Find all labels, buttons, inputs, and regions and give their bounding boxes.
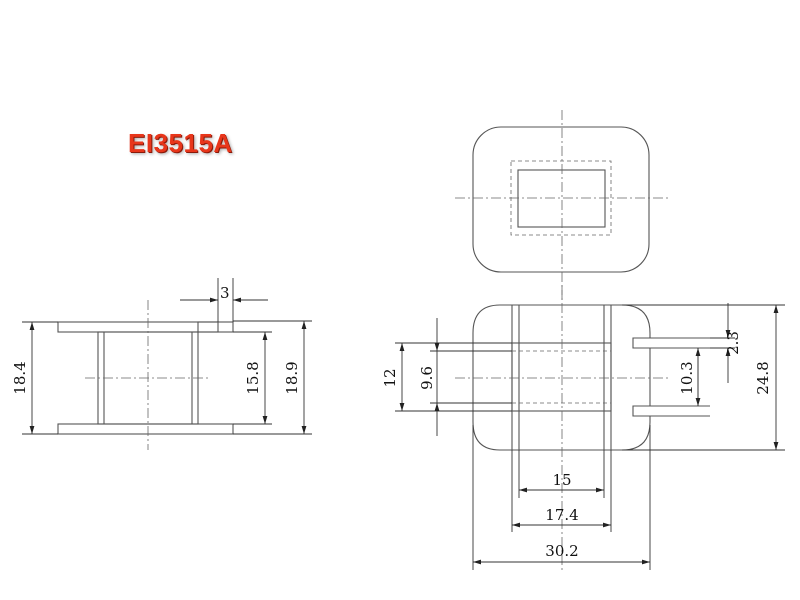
dim-15-8: 15.8	[244, 361, 262, 394]
dim-2-3: 2.3	[724, 331, 742, 355]
dim-9-6: 9.6	[418, 366, 436, 390]
part-number-title: EI3515A	[128, 128, 233, 158]
dim-18-9: 18.9	[283, 361, 301, 394]
dim-17-4: 17.4	[545, 506, 578, 524]
front-view-outline	[472, 304, 651, 451]
front-view: 12 9.6 2.3 10.3 24.8 15	[381, 285, 785, 570]
side-bottom-flange	[57, 423, 234, 435]
dim-12: 12	[381, 368, 399, 387]
side-view: 3 18.4 15.8 18.9	[11, 278, 312, 450]
dim-3: 3	[220, 284, 230, 302]
dim-18-4: 18.4	[11, 361, 29, 394]
dim-15: 15	[552, 471, 571, 489]
top-view-outline	[472, 126, 650, 273]
top-view-window	[517, 169, 606, 228]
side-top-flange	[57, 321, 234, 333]
top-view	[455, 110, 668, 300]
dim-24-8: 24.8	[754, 361, 772, 394]
dim-30-2: 30.2	[545, 542, 578, 560]
dim-10-3: 10.3	[678, 361, 696, 394]
